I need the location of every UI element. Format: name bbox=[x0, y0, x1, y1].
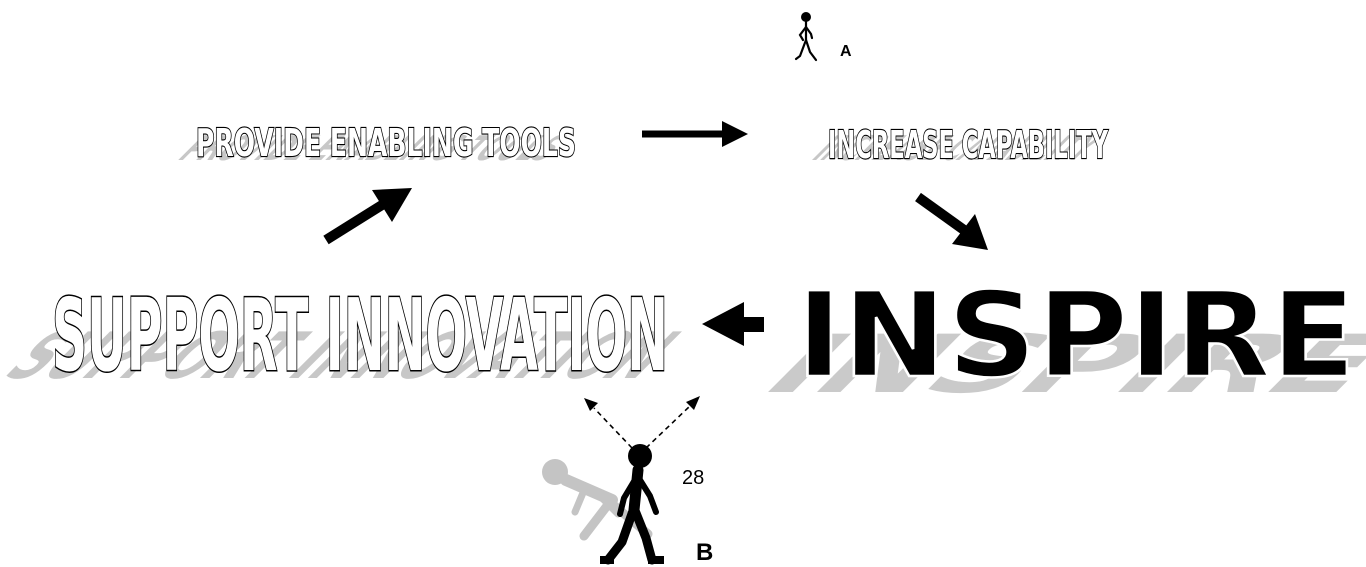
node-support-innovation: SUPPORT INNOVATION SUPPORT INNOVATION bbox=[0, 276, 699, 396]
arrow-inspire-to-support bbox=[702, 302, 764, 346]
provide-tools-shadow: PROVIDE ENABLING TOOLS bbox=[168, 128, 578, 168]
arrow-capability-to-inspire bbox=[915, 192, 988, 250]
arrow-support-to-tools bbox=[323, 188, 412, 245]
node-increase-capability: INCREASE CAPABILITY INCREASE CAPABILITY bbox=[802, 122, 1112, 168]
figure-b-label: B bbox=[696, 539, 713, 566]
support-innovation-label: SUPPORT INNOVATION bbox=[52, 277, 668, 394]
inspire-label: INSPIRE bbox=[796, 266, 1356, 404]
node-inspire: INSPIRE INSPIRE bbox=[736, 265, 1366, 412]
page-number-label: 28 bbox=[682, 467, 704, 489]
dashed-arrow-left bbox=[584, 398, 633, 449]
inspire-shadow: INSPIRE bbox=[736, 319, 1366, 412]
provide-tools-label: PROVIDE ENABLING TOOLS bbox=[196, 121, 576, 165]
stick-figure-a-icon bbox=[794, 12, 818, 62]
figure-a-label: A bbox=[840, 43, 852, 60]
increase-capability-shadow: INCREASE CAPABILITY bbox=[802, 128, 1112, 168]
walker-figure-b-icon bbox=[600, 444, 664, 565]
arrow-tools-to-capability bbox=[642, 121, 748, 147]
increase-capability-label: INCREASE CAPABILITY bbox=[828, 123, 1108, 167]
node-provide-tools: PROVIDE ENABLING TOOLS PROVIDE ENABLING … bbox=[168, 120, 578, 168]
support-innovation-shadow: SUPPORT INNOVATION bbox=[0, 319, 699, 393]
dashed-arrow-right bbox=[645, 396, 700, 449]
